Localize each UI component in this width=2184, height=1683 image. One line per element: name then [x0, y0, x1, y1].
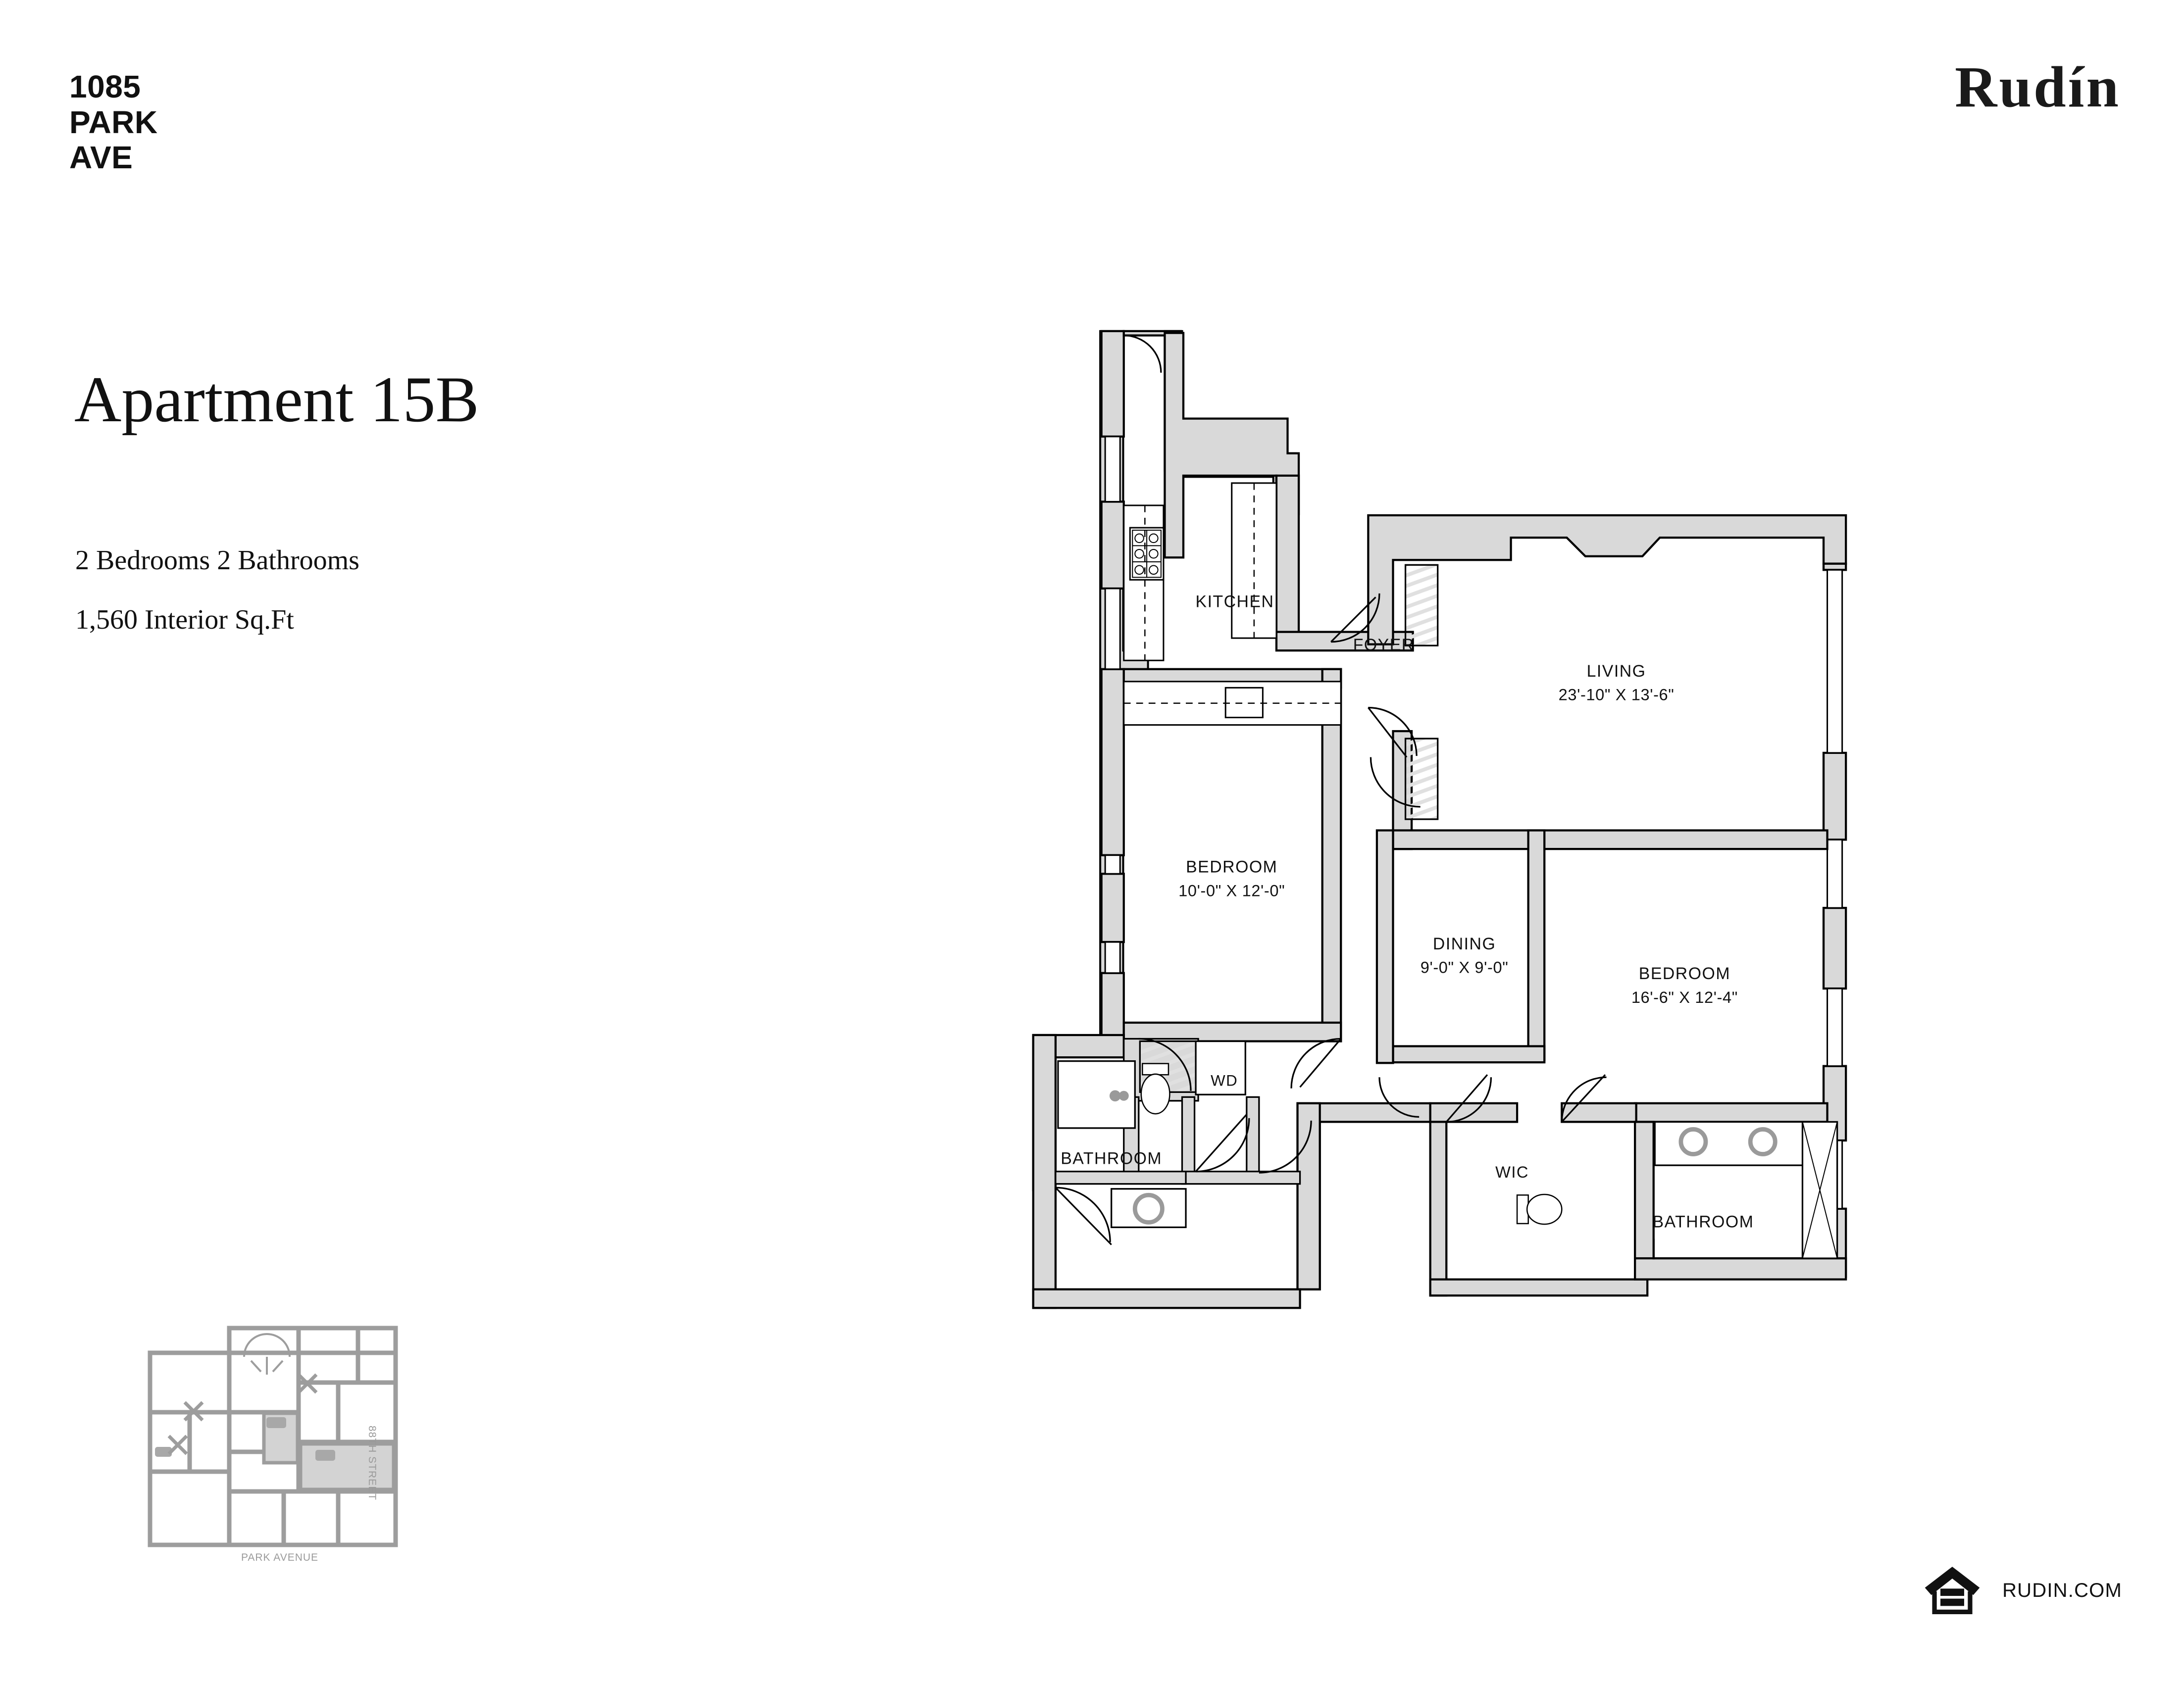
- upper-cabinets: [1123, 483, 1341, 704]
- room-dims-living: 23'-10" X 13'-6": [1559, 686, 1675, 703]
- footer: RUDIN.COM: [1923, 1561, 2122, 1620]
- building-address: 1085 PARK AVE: [69, 69, 158, 176]
- window-opening: [1104, 436, 1121, 974]
- toilet-icon: [1140, 1063, 1170, 1115]
- room-label-bathroom-1: BATHROOM: [1061, 1149, 1162, 1168]
- square-footage: 1,560 Interior Sq.Ft: [75, 604, 294, 635]
- key-plan-svg: [148, 1326, 398, 1547]
- shower-icon: [1801, 1121, 1838, 1259]
- equal-housing-opportunity-icon: [1925, 1567, 1980, 1614]
- website-url[interactable]: RUDIN.COM: [2002, 1579, 2122, 1601]
- washer-dryer-icon: [1195, 1040, 1246, 1095]
- room-label-wd: WD: [1211, 1072, 1238, 1089]
- bed-bath-count: 2 Bedrooms 2 Bathrooms: [75, 545, 359, 576]
- shaft-icon: [167, 1373, 318, 1455]
- floor-plan-svg: KITCHEN FOYER LIVING 23'-10" X 13'-6" BE…: [1032, 330, 1847, 1309]
- room-label-foyer: FOYER: [1353, 636, 1415, 654]
- room-label-dining: DINING: [1433, 935, 1496, 953]
- door-swing: [1055, 335, 1607, 1245]
- room-label-bedroom-1: BEDROOM: [1186, 858, 1277, 877]
- key-plan: PARK AVENUE 88TH STREET: [141, 1314, 418, 1591]
- toilet-icon: [1516, 1193, 1563, 1225]
- plumbing-fixtures: [1057, 1040, 1838, 1259]
- stair-icon: [243, 1333, 291, 1375]
- room-dims-bedroom-2: 16'-6" X 12'-4": [1631, 989, 1738, 1006]
- keyplan-street-park-avenue: PARK AVENUE: [241, 1552, 319, 1563]
- room-label-bathroom-2: BATHROOM: [1653, 1212, 1754, 1231]
- address-line-3: AVE: [69, 140, 133, 176]
- unit-marker: [155, 1417, 335, 1461]
- range-icon: [1132, 530, 1162, 578]
- address-line-2: PARK: [69, 104, 158, 140]
- room-label-wic: WIC: [1495, 1163, 1529, 1181]
- address-line-1: 1085: [69, 69, 141, 104]
- floor-plan-drawing: KITCHEN FOYER LIVING 23'-10" X 13'-6" BE…: [792, 297, 2099, 1351]
- page-title: Apartment 15B: [74, 363, 479, 436]
- room-dims-bedroom-1: 10'-0" X 12'-0": [1178, 882, 1285, 899]
- room-labels: KITCHEN FOYER LIVING 23'-10" X 13'-6" BE…: [1061, 592, 1754, 1231]
- room-label-living: LIVING: [1587, 662, 1646, 681]
- room-dims-dining: 9'-0" X 9'-0": [1421, 959, 1509, 977]
- room-label-bedroom-2: BEDROOM: [1639, 964, 1730, 983]
- room-label-kitchen: KITCHEN: [1196, 592, 1274, 611]
- keyplan-street-88th-street: 88TH STREET: [366, 1426, 378, 1501]
- rudin-logo: Rudín: [1955, 54, 2121, 119]
- vanity-icon: [1654, 1121, 1812, 1166]
